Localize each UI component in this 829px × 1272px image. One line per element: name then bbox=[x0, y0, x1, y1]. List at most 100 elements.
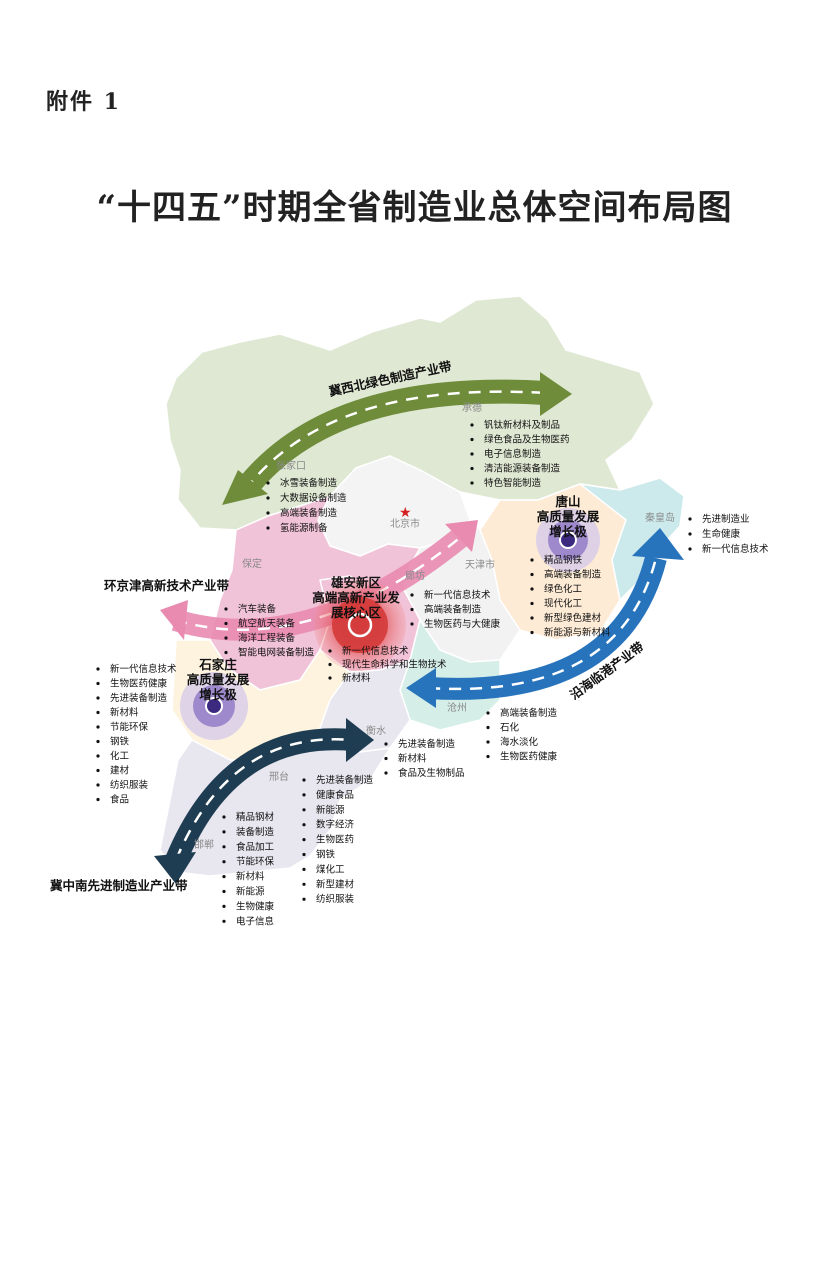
belt-beijing-tianjin-head-left bbox=[160, 600, 188, 640]
industry-bullet-icon bbox=[302, 882, 306, 886]
hub-label-tangshan-line2: 高质量发展 bbox=[537, 509, 600, 524]
hub-label-xiongan-line3: 展核心区 bbox=[331, 605, 382, 620]
industry-item-langfang: 新一代信息技术 bbox=[424, 589, 491, 601]
industry-bullet-icon bbox=[486, 740, 490, 744]
industry-bullet-icon bbox=[302, 823, 306, 827]
industry-item-chengde: 钒钛新材料及制品 bbox=[484, 419, 560, 431]
industry-bullet-icon bbox=[222, 830, 226, 834]
belt-south-head-right bbox=[346, 718, 374, 762]
industry-item-hengshui: 先进装备制造 bbox=[398, 738, 456, 750]
industry-item-shijiazhuang: 钢铁 bbox=[110, 736, 130, 748]
tangshan-pole-inner bbox=[559, 531, 577, 549]
industry-bullet-icon bbox=[384, 771, 388, 775]
belt-northwest-head-left bbox=[222, 470, 268, 505]
industry-bullet-icon bbox=[302, 897, 306, 901]
city-label-langfang: 廊坊 bbox=[405, 569, 425, 582]
industry-item-tangshan: 绿色化工 bbox=[544, 583, 583, 595]
industry-bullet-icon bbox=[688, 517, 692, 521]
industry-bullet-icon bbox=[530, 630, 534, 635]
industry-bullet-icon bbox=[224, 650, 228, 655]
industry-bullet-icon bbox=[530, 572, 534, 577]
industry-bullet-icon bbox=[302, 838, 306, 842]
industry-item-xingtai: 新能源 bbox=[316, 804, 345, 816]
industry-bullet-icon bbox=[222, 919, 226, 923]
industry-item-hengshui: 食品及生物制品 bbox=[398, 767, 465, 779]
industry-bullet-icon bbox=[96, 725, 100, 729]
industry-item-qinhuangdao: 先进制造业 bbox=[702, 513, 750, 525]
industry-item-baoding: 航空航天装备 bbox=[238, 618, 296, 630]
xiongan-core-center bbox=[347, 612, 373, 638]
industry-bullet-icon bbox=[96, 710, 100, 715]
industry-bullet-icon bbox=[486, 725, 490, 730]
city-label-beijing: 北京市 bbox=[390, 517, 420, 530]
industry-bullet-icon bbox=[224, 621, 228, 626]
industry-bullet-icon bbox=[302, 808, 306, 812]
industry-item-xingtai: 新型建材 bbox=[316, 878, 355, 890]
industry-bullet-icon bbox=[530, 587, 534, 591]
industry-item-shijiazhuang: 新材料 bbox=[110, 707, 139, 719]
industry-item-chengde: 绿色食品及生物医药 bbox=[484, 434, 570, 446]
industry-bullet-icon bbox=[224, 636, 228, 640]
industry-item-zhangjiakou: 大数据设备制造 bbox=[280, 492, 347, 504]
industry-item-langfang: 生物医药与大健康 bbox=[424, 618, 501, 630]
industry-item-xingtai: 数字经济 bbox=[316, 819, 355, 831]
belt-coastal-head-top bbox=[632, 528, 684, 560]
industry-item-xingtai: 纺织服装 bbox=[316, 893, 355, 905]
industry-bullet-icon bbox=[328, 662, 332, 667]
industry-item-handan: 生物健康 bbox=[236, 900, 275, 912]
industry-bullet-icon bbox=[266, 496, 270, 500]
industry-bullet-icon bbox=[222, 815, 226, 819]
industry-bullet-icon bbox=[384, 756, 388, 761]
industry-bullet-icon bbox=[222, 845, 226, 849]
city-label-handan: 邯郸 bbox=[194, 838, 214, 851]
industry-item-qinhuangdao: 新一代信息技术 bbox=[702, 543, 769, 555]
city-label-chengde: 承德 bbox=[462, 401, 482, 414]
industry-bullet-icon bbox=[328, 676, 332, 680]
industry-item-tangshan: 高端装备制造 bbox=[544, 569, 602, 581]
industry-item-chengde: 特色智能制造 bbox=[484, 477, 542, 489]
hub-label-xiongan-line1: 雄安新区 bbox=[330, 575, 382, 590]
industry-bullet-icon bbox=[96, 768, 100, 773]
industry-bullet-icon bbox=[486, 754, 490, 759]
industry-item-handan: 装备制造 bbox=[236, 826, 275, 838]
industry-bullet-icon bbox=[222, 860, 226, 864]
industry-bullet-icon bbox=[410, 593, 414, 597]
industry-item-handan: 食品加工 bbox=[236, 841, 275, 853]
industry-bullet-icon bbox=[688, 547, 692, 551]
industry-item-shijiazhuang: 食品 bbox=[110, 794, 129, 806]
industry-bullet-icon bbox=[328, 649, 332, 653]
industry-item-xingtai: 先进装备制造 bbox=[316, 774, 374, 786]
city-label-zhangjiakou: 张家口 bbox=[276, 459, 306, 472]
belt-label-south: 冀中南先进制造业产业带 bbox=[50, 878, 188, 893]
industry-bullet-icon bbox=[302, 778, 306, 782]
industry-bullet-icon bbox=[530, 601, 534, 606]
industry-item-qinhuangdao: 生命健康 bbox=[702, 528, 741, 540]
industry-bullet-icon bbox=[470, 466, 474, 471]
industry-bullet-icon bbox=[688, 532, 692, 536]
industry-bullet-icon bbox=[222, 875, 226, 879]
hub-label-shijiazhuang-line3: 增长极 bbox=[199, 687, 237, 702]
industry-bullet-icon bbox=[530, 616, 534, 620]
industry-item-xingtai: 钢铁 bbox=[316, 849, 336, 861]
industry-item-tangshan: 现代化工 bbox=[544, 598, 583, 610]
industry-bullet-icon bbox=[222, 889, 226, 894]
hub-label-tangshan-line3: 增长极 bbox=[549, 524, 587, 539]
industry-item-cangzhou: 生物医药健康 bbox=[500, 751, 558, 763]
industry-bullet-icon bbox=[96, 754, 100, 758]
industry-item-shijiazhuang: 建材 bbox=[110, 765, 130, 777]
industry-item-shijiazhuang: 纺织服装 bbox=[110, 779, 149, 791]
industry-bullet-icon bbox=[96, 681, 100, 686]
industry-item-handan: 节能环保 bbox=[236, 856, 275, 868]
industry-bullet-icon bbox=[96, 667, 100, 671]
industry-bullet-icon bbox=[410, 622, 414, 626]
city-label-cangzhou: 沧州 bbox=[447, 701, 467, 714]
attachment-label: 附件 1 bbox=[46, 89, 121, 115]
industry-item-handan: 电子信息 bbox=[236, 915, 274, 927]
industry-bullet-icon bbox=[384, 742, 388, 746]
industry-item-tangshan: 新能源与新材料 bbox=[544, 627, 611, 639]
industry-item-handan: 新材料 bbox=[236, 871, 265, 883]
industry-item-xiongan: 新材料 bbox=[342, 672, 371, 684]
industry-item-zhangjiakou: 冰雪装备制造 bbox=[280, 477, 338, 489]
industry-item-hengshui: 新材料 bbox=[398, 753, 427, 765]
